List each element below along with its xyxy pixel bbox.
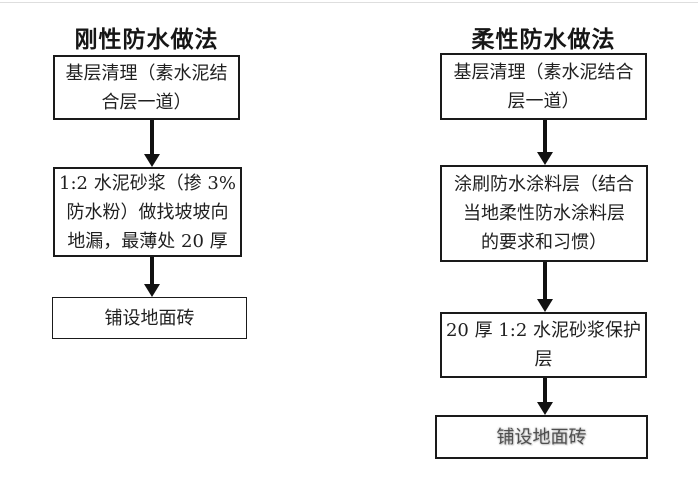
arrow-head	[144, 284, 160, 297]
arrow-shaft	[543, 120, 547, 152]
right-step-floor-tile-box: 铺设地面砖	[435, 415, 648, 459]
step-text-line: 的要求和习惯）	[481, 232, 607, 253]
step-text-line: 涂刷防水涂料层（结合	[454, 174, 634, 195]
step-text-line: 20 厚 1:2 水泥砂浆保护	[445, 320, 642, 341]
arrow-shaft	[543, 378, 547, 402]
arrow-head	[144, 154, 160, 167]
step-text-line: 合层一道）	[101, 91, 192, 113]
arrow-shaft	[150, 120, 154, 154]
down-arrow-icon	[537, 262, 553, 312]
arrow-head	[537, 402, 553, 415]
step-text-line: 基层清理（素水泥结	[65, 62, 228, 84]
step-text-line: 当地柔性防水涂料层	[463, 203, 625, 224]
right-step-base-cleaning-box: 基层清理（素水泥结合 层一道）	[440, 53, 647, 120]
left-step-base-cleaning-box: 基层清理（素水泥结 合层一道）	[53, 55, 240, 120]
right-step-protective-layer-box: 20 厚 1:2 水泥砂浆保护 层	[440, 312, 647, 378]
down-arrow-icon	[537, 378, 553, 415]
arrow-shaft	[150, 257, 154, 284]
down-arrow-icon	[144, 257, 160, 297]
left-flowchart-title: 刚性防水做法	[74, 26, 219, 53]
right-flowchart-title: 柔性防水做法	[471, 26, 616, 53]
arrow-head	[537, 152, 553, 165]
step-text-line: 基层清理（素水泥结合	[453, 61, 634, 83]
step-text-line: 地漏，最薄处 20 厚	[67, 230, 228, 252]
step-text-line: 层一道）	[507, 90, 580, 112]
down-arrow-icon	[537, 120, 553, 165]
left-step-cement-mortar-box: 1:2 水泥砂浆（掺 3% 防水粉）做找坡坡向 地漏，最薄处 20 厚	[53, 167, 242, 257]
left-step-floor-tile-box: 铺设地面砖	[52, 297, 247, 339]
step-text-line: 层	[534, 349, 553, 370]
step-text-line: 铺设地面砖	[104, 307, 195, 329]
arrow-head	[537, 299, 553, 312]
right-step-coating-layer-box: 涂刷防水涂料层（结合 当地柔性防水涂料层 的要求和习惯）	[440, 165, 648, 262]
step-text-line: 防水粉）做找坡坡向	[66, 201, 229, 223]
down-arrow-icon	[144, 120, 160, 167]
step-text-line: 1:2 水泥砂浆（掺 3%	[59, 172, 236, 194]
arrow-shaft	[543, 262, 547, 299]
step-text-line: 铺设地面砖	[496, 426, 587, 448]
